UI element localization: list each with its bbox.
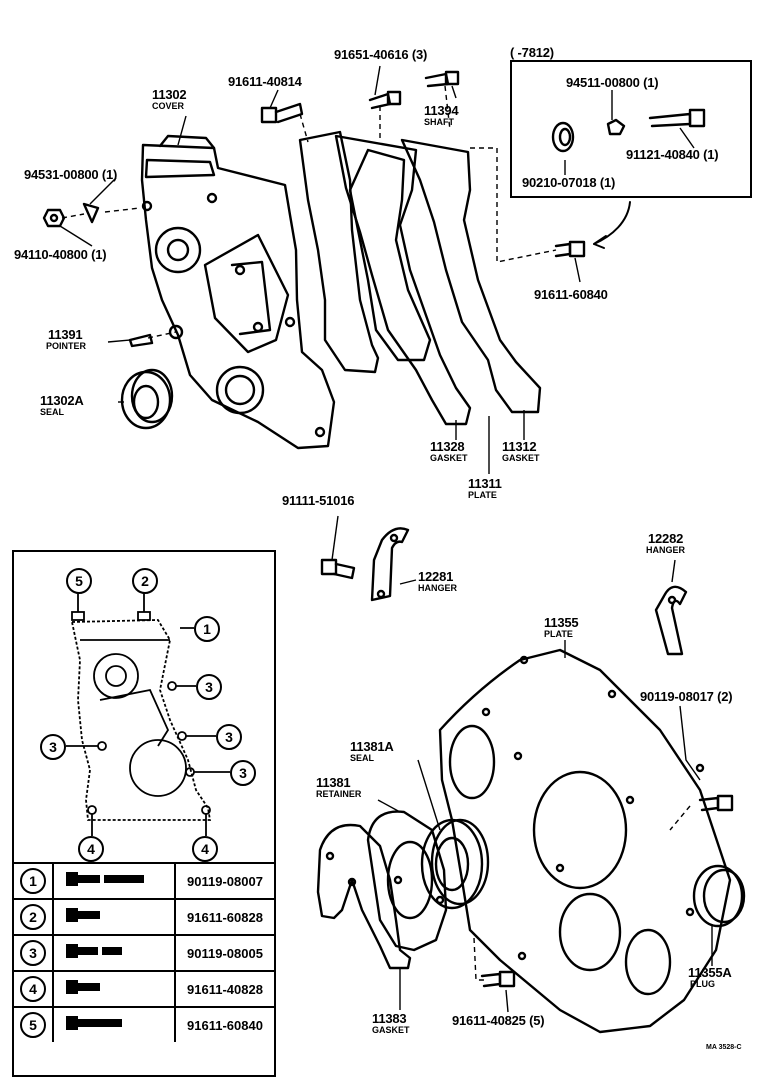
table-part: 90119-08007 (175, 862, 274, 899)
inset-callout: 4 (78, 836, 104, 862)
bracket-box-7812 (510, 60, 752, 198)
inset-callout: 1 (194, 616, 220, 642)
gasket-11312 (400, 138, 542, 414)
label-94110: 94110-40800 (1) (14, 247, 107, 262)
label-11328: 11328 (430, 439, 465, 454)
label-91611-40814: 91611-40814 (228, 74, 302, 89)
label-90119-08017: 90119-08017 (2) (640, 689, 733, 704)
label-11302-name: COVER (152, 101, 185, 111)
end-plate-11355 (438, 648, 732, 1034)
label-11391-name: POINTER (46, 341, 87, 351)
label-91611-40825: 91611-40825 (5) (452, 1013, 545, 1028)
inset-callout: 5 (66, 568, 92, 594)
inset-callout: 3 (216, 724, 242, 750)
bolt-icon (66, 871, 144, 886)
label-11381A: 11381A (350, 739, 394, 754)
bolt-icon (66, 943, 122, 958)
label-11302: 11302 (152, 87, 187, 102)
seal-11302A (120, 368, 174, 430)
label-11383-name: GASKET (372, 1025, 410, 1035)
drawing-code: MA 3528-C (706, 1044, 742, 1051)
label-11381: 11381 (316, 775, 351, 790)
inset-callout: 4 (192, 836, 218, 862)
bolt-table: 1 90119-08007 2 91611-60828 3 90119-0800… (14, 862, 274, 1042)
label-11355A-name: PLUG (690, 979, 716, 989)
table-row: 4 91611-40828 (14, 970, 274, 1007)
bolt-91611-40825 (480, 970, 516, 988)
bolt-location-inset: 1 90119-08007 2 91611-60828 3 90119-0800… (12, 550, 276, 1077)
table-row: 1 90119-08007 (14, 862, 274, 899)
label-91611-60840: 91611-60840 (534, 287, 608, 302)
table-key: 1 (20, 868, 46, 894)
pointer-11391 (128, 333, 154, 348)
inset-callout: 3 (40, 734, 66, 760)
table-part: 91611-60840 (175, 1006, 274, 1042)
table-key: 2 (20, 904, 46, 930)
table-part: 91611-60828 (175, 898, 274, 935)
washer-94531 (82, 202, 100, 224)
label-11383: 11383 (372, 1011, 407, 1026)
hanger-12282 (654, 585, 688, 656)
bolt-91611-40814 (260, 102, 304, 124)
label-11312: 11312 (502, 439, 537, 454)
bracket-title: ( -7812) (510, 45, 554, 60)
plate-11311 (334, 134, 472, 426)
table-row: 3 90119-08005 (14, 934, 274, 971)
table-row: 5 91611-60840 (14, 1006, 274, 1042)
bracket-arrow (593, 201, 631, 245)
table-row: 2 91611-60828 (14, 898, 274, 935)
label-91111: 91111-51016 (282, 493, 355, 508)
label-12282-name: HANGER (646, 545, 686, 555)
inset-callout: 3 (230, 760, 256, 786)
label-94511: 94511-00800 (1) (566, 75, 659, 90)
label-11328-name: GASKET (430, 453, 468, 463)
label-11355: 11355 (544, 615, 579, 630)
label-11381-name: RETAINER (316, 789, 362, 799)
label-12281-name: HANGER (418, 583, 458, 593)
table-key: 3 (20, 940, 46, 966)
label-11394: 11394 (424, 103, 459, 118)
label-11302A-name: SEAL (40, 407, 65, 417)
bolt-icon (66, 907, 100, 922)
plug-11355A (692, 864, 746, 928)
label-11391: 11391 (48, 327, 83, 342)
label-90210: 90210-07018 (1) (522, 175, 616, 190)
gasket-middle (348, 148, 432, 362)
bolt-91651-40616 (368, 90, 402, 110)
nut-94110 (42, 208, 66, 228)
seal-11381A (420, 818, 490, 910)
label-11312-name: GASKET (502, 453, 540, 463)
table-key: 4 (20, 976, 46, 1002)
label-11311-name: PLATE (468, 490, 497, 500)
label-91121: 91121-40840 (1) (626, 147, 719, 162)
retainer-11381 (366, 810, 448, 952)
bolt-90119-08017 (698, 794, 734, 812)
label-12282: 12282 (648, 531, 684, 546)
gasket-11383 (316, 823, 412, 970)
hanger-12281 (370, 527, 410, 602)
label-12281: 12281 (418, 569, 454, 584)
bolt-91111-51016 (320, 558, 356, 580)
label-11381A-name: SEAL (350, 753, 375, 763)
label-11311: 11311 (468, 476, 502, 491)
bracket-parts (551, 108, 706, 153)
inset-callout: 2 (132, 568, 158, 594)
inset-cover-outline (66, 592, 230, 836)
label-91651-40616: 91651-40616 (3) (334, 47, 428, 62)
shaft-11394 (424, 70, 460, 88)
table-part: 90119-08005 (175, 934, 274, 971)
label-11394-name: SHAFT (424, 117, 454, 127)
label-11355-name: PLATE (544, 629, 573, 639)
label-94531: 94531-00800 (1) (24, 167, 118, 182)
table-part: 91611-40828 (175, 970, 274, 1007)
table-key: 5 (20, 1012, 46, 1038)
label-11355A: 11355A (688, 965, 732, 980)
bolt-icon (66, 979, 100, 994)
bolt-icon (66, 1015, 122, 1030)
inset-callout: 3 (196, 674, 222, 700)
bolt-91611-60840 (554, 240, 586, 258)
label-11302A: 11302A (40, 393, 84, 408)
timing-cover-11302 (140, 134, 336, 450)
